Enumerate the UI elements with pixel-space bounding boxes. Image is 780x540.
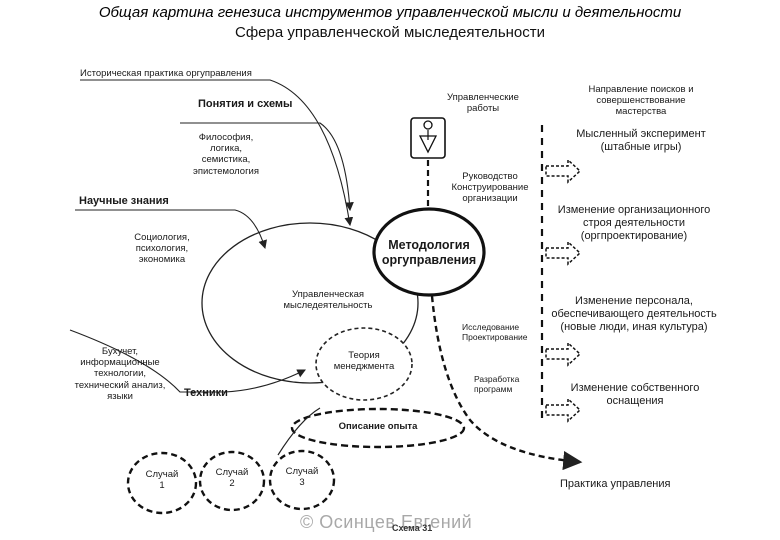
methodology-ellipse xyxy=(372,207,486,297)
experience-ellipse xyxy=(290,407,466,449)
history-label: Историческая практика оргуправления xyxy=(80,68,252,79)
person-figure-icon xyxy=(410,117,446,159)
mgmt-thinking-circle xyxy=(201,222,419,384)
techniques-items: Бухучет, информационные технологии, техн… xyxy=(74,346,166,402)
case-1-circle xyxy=(126,451,198,515)
case-3-circle xyxy=(268,449,336,511)
case-2-circle xyxy=(198,450,266,512)
right-item-4: Изменение собственного оснащения xyxy=(570,382,700,407)
theory-ellipse xyxy=(315,327,413,401)
concepts-arrow xyxy=(180,122,354,212)
right-item-1: Мысленный эксперимент (штабные игры) xyxy=(576,128,706,153)
programs-label: Разработка программ xyxy=(474,374,520,395)
concepts-items: Философия, логика, семистика, эпистемоло… xyxy=(192,132,260,177)
mgmt-thinking-label: Управленческая мыследеятельность xyxy=(283,289,373,312)
direction-label: Направление поисков и совершенствование … xyxy=(588,84,694,118)
techniques-arrow xyxy=(69,329,306,393)
science-items: Социология, психология, экономика xyxy=(134,232,190,266)
history-arrow xyxy=(80,79,354,227)
cases-to-experience-curve xyxy=(277,407,321,456)
direction-arrows xyxy=(545,158,582,423)
right-item-3: Изменение персонала, обеспечивающего дея… xyxy=(551,295,717,333)
case-2-label: Случай 2 xyxy=(215,467,249,490)
techniques-heading: Техники xyxy=(184,387,228,399)
experience-label: Описание опыта xyxy=(338,421,418,432)
research-label: Исследование Проектирование xyxy=(462,322,528,343)
concepts-heading: Понятия и схемы xyxy=(198,98,293,110)
leadership-label: Руководство Конструирование организации xyxy=(451,171,529,205)
science-heading: Научные знания xyxy=(79,195,169,207)
practice-label: Практика управления xyxy=(560,478,671,490)
methodology-to-practice-line xyxy=(430,295,583,471)
manager-works-label: Управленческие работы xyxy=(447,92,519,115)
case-1-label: Случай 1 xyxy=(145,469,179,492)
science-arrow xyxy=(75,209,267,250)
diagram-title: Сфера управленческой мыследеятельности xyxy=(234,24,546,41)
watermark: © Осинцев Евгений xyxy=(300,512,473,532)
theory-label: Теория менеджмента xyxy=(333,350,395,373)
case-3-label: Случай 3 xyxy=(285,466,319,489)
right-item-2: Изменение организационного строя деятель… xyxy=(557,204,711,242)
methodology-label: Методология оргуправления xyxy=(381,238,477,267)
slide-title: Общая картина генезиса инструментов упра… xyxy=(98,4,682,21)
scheme-label: Схема 31 xyxy=(392,523,433,533)
